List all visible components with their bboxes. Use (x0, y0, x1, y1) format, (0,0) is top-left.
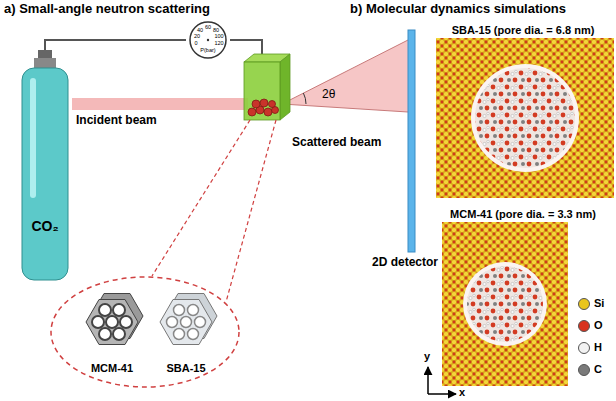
pore-gas (467, 266, 543, 342)
pore-wall (471, 64, 579, 172)
axis-label: y (424, 350, 430, 363)
gas-label: CO₂ (31, 218, 58, 234)
beam-label: Scattered beam (292, 136, 381, 150)
pore-structure-callout: MCM-41 SBA-15 (50, 276, 240, 388)
ellipse-outline (50, 276, 240, 388)
cylinder-body (22, 68, 68, 280)
cylinder-highlight (30, 78, 36, 198)
gauge-tick: 40 (197, 27, 203, 33)
axis-arrow (427, 367, 429, 394)
panel-title: a) Small-angle neutron scattering (4, 2, 210, 17)
incident-beam (72, 98, 248, 110)
gauge-tick: 0 (194, 40, 197, 46)
cone-edge (282, 40, 408, 104)
cone-edge (282, 104, 408, 112)
gauge-tick: 60 (205, 24, 211, 30)
legend-text: O (594, 319, 603, 332)
pressure-gauge: 6040 80 20 100 0 120P(bar) (186, 20, 230, 60)
panel-title: b) Molecular dynamics simulations (350, 2, 566, 17)
mcm41-hex-bundle (86, 294, 143, 345)
gas-cylinder: CO₂ (20, 50, 70, 282)
legend-entry: C (578, 362, 612, 378)
sba15-hex-bundle (160, 294, 217, 345)
simulation-box: SBA-15 (pore dia. = 6.8 nm) (434, 20, 612, 198)
valve (38, 50, 52, 58)
scattered-beam-cone (282, 40, 408, 112)
gauge-tick: 120 (214, 40, 223, 46)
gauge-tick: 20 (194, 33, 200, 39)
detector-plate (408, 30, 415, 252)
gas-line (45, 40, 186, 50)
simulation-box: MCM-41 (pore dia. = 3.3 nm) (434, 204, 612, 386)
valve (34, 58, 56, 68)
gauge-dial (190, 22, 226, 58)
silica-lattice (442, 222, 568, 386)
gauge-tick: 100 (214, 33, 223, 39)
detector-label: 2D detector (372, 256, 438, 270)
gauge-tick: 80 (213, 27, 219, 33)
panel-heading: MCM-41 (pore dia. = 3.3 nm) (450, 208, 596, 221)
material-name: MCM-41 (91, 362, 133, 375)
legend-text: H (594, 341, 602, 354)
angle-arc (303, 93, 306, 104)
legend-text: C (594, 363, 602, 376)
gauge-pivot (207, 39, 209, 41)
atom-swatch (578, 364, 590, 376)
material-name: SBA-15 (166, 362, 205, 375)
beam-label: Incident beam (76, 114, 157, 128)
zoom-line (152, 120, 250, 276)
pore-wall (463, 262, 547, 346)
atom-swatch (578, 342, 590, 354)
sample-cell (244, 54, 290, 120)
silica-lattice (436, 38, 614, 198)
zoom-line (226, 120, 276, 302)
panel-heading: SBA-15 (pore dia. = 6.8 nm) (452, 24, 595, 37)
angle-label: 2θ (322, 88, 335, 102)
legend-entry: Si (578, 296, 612, 312)
axis-label: x (459, 386, 465, 399)
atom-swatch (578, 298, 590, 310)
pore-gas (475, 68, 575, 168)
legend-entry: O (578, 318, 612, 334)
legend-text: Si (594, 297, 604, 310)
dashed-ellipse (51, 277, 239, 387)
cylinder-outline (20, 50, 70, 282)
gauge-unit: P(bar) (200, 47, 215, 53)
atom-swatch (578, 320, 590, 332)
legend-entry: H (578, 340, 612, 356)
axis-arrow (428, 393, 456, 395)
